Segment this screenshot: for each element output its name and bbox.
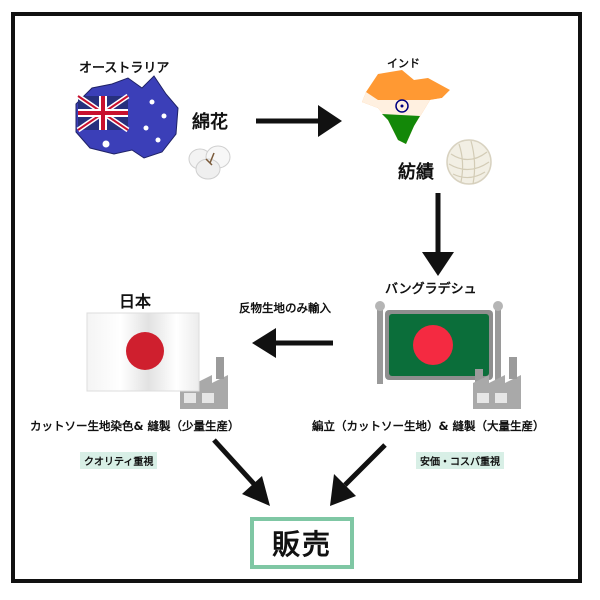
arrow-bangladesh-to-japan-head: [252, 328, 276, 358]
factory-icon: [473, 357, 521, 409]
yarn-ball-icon: [446, 139, 492, 185]
edge-label-import: 反物生地のみ輸入: [239, 301, 331, 315]
arrow-india-to-bangladesh-head: [422, 252, 454, 276]
india-process-label: 紡績: [398, 162, 434, 183]
arrow-japan-to-sale: [212, 438, 256, 486]
australia-map-flag-icon: [75, 75, 179, 159]
australia-label: オーストラリア: [79, 61, 170, 76]
bangladesh-label: バングラデシュ: [385, 282, 477, 297]
bangladesh-process-label: 編立（カットソー生地）& 縫製（大量生産）: [312, 419, 545, 433]
bangladesh-tag: 安価・コスパ重視: [416, 452, 504, 469]
arrow-bangladesh-to-sale-head: [330, 474, 356, 506]
india-map-flag-icon: [362, 70, 450, 144]
arrow-japan-to-sale-head: [242, 476, 270, 506]
india-label: インド: [387, 57, 420, 70]
sale-box: 販売: [250, 517, 354, 569]
japan-flag-icon: [86, 312, 200, 392]
cotton-boll-icon: [188, 145, 231, 180]
bangladesh-flag-icon: [375, 301, 503, 384]
japan-label: 日本: [119, 292, 152, 311]
arrow-australia-to-india-head: [318, 105, 342, 137]
japan-tag: クオリティ重視: [80, 452, 158, 469]
arrow-bangladesh-to-sale: [343, 443, 387, 487]
australia-product-label: 綿花: [192, 112, 228, 133]
japan-process-label: カットソー生地染色& 縫製（少量生産）: [30, 419, 240, 433]
